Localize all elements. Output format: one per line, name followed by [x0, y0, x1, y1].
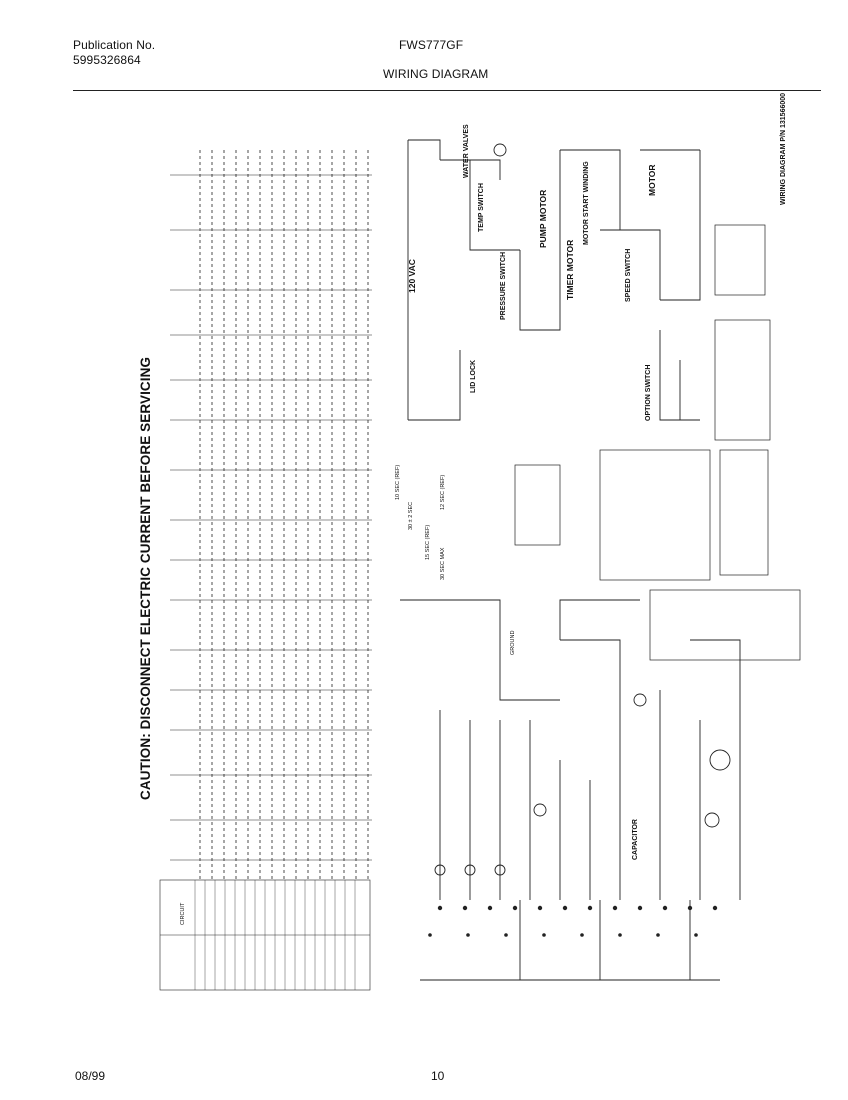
sec-10-label: 10 SEC (REF): [395, 464, 401, 500]
publication-number: 5995326864: [73, 53, 141, 67]
page-number: 10: [431, 1069, 445, 1083]
ground-label: GROUND: [510, 630, 516, 655]
footer-date: 08/99: [75, 1069, 106, 1083]
pressure-switch-label: PRESSURE SWITCH: [500, 251, 507, 320]
lid-lock-label: LID LOCK: [470, 359, 477, 393]
publication-label: Publication No.: [73, 38, 156, 52]
motor-label: MOTOR: [647, 164, 657, 196]
pump-motor-label: PUMP MOTOR: [538, 189, 548, 248]
schematic-lines: [400, 139, 801, 981]
sec-15-label: 15 SEC (REF): [425, 524, 431, 560]
header-rule: [73, 90, 821, 91]
model-number: FWS777GF: [399, 38, 464, 52]
water-valves-label: WATER VALVES: [463, 124, 470, 178]
capacitor-label: CAPACITOR: [632, 819, 639, 860]
schematic-terminals: [428, 905, 718, 937]
vac-label: 120 VAC: [407, 259, 417, 293]
wiring-diagram-pn: WIRING DIAGRAM P/N 131566000: [780, 92, 787, 205]
timer-motor-label: TIMER MOTOR: [565, 239, 575, 300]
temp-switch-label: TEMP SWITCH: [478, 183, 485, 232]
sec-12-label: 12 SEC (REF): [440, 474, 446, 510]
sec-30-label: 30 ± 2 SEC: [408, 501, 414, 530]
page-title: WIRING DIAGRAM: [383, 67, 489, 81]
motor-start-winding-label: MOTOR START WINDING: [583, 161, 590, 245]
timer-sequence-chart: [159, 150, 372, 991]
option-switch-label: OPTION SWITCH: [645, 364, 652, 421]
speed-switch-label: SPEED SWITCH: [625, 248, 632, 302]
circuit-label: CIRCUIT: [180, 902, 186, 925]
sec-max-label: 30 SEC MAX: [440, 547, 446, 580]
